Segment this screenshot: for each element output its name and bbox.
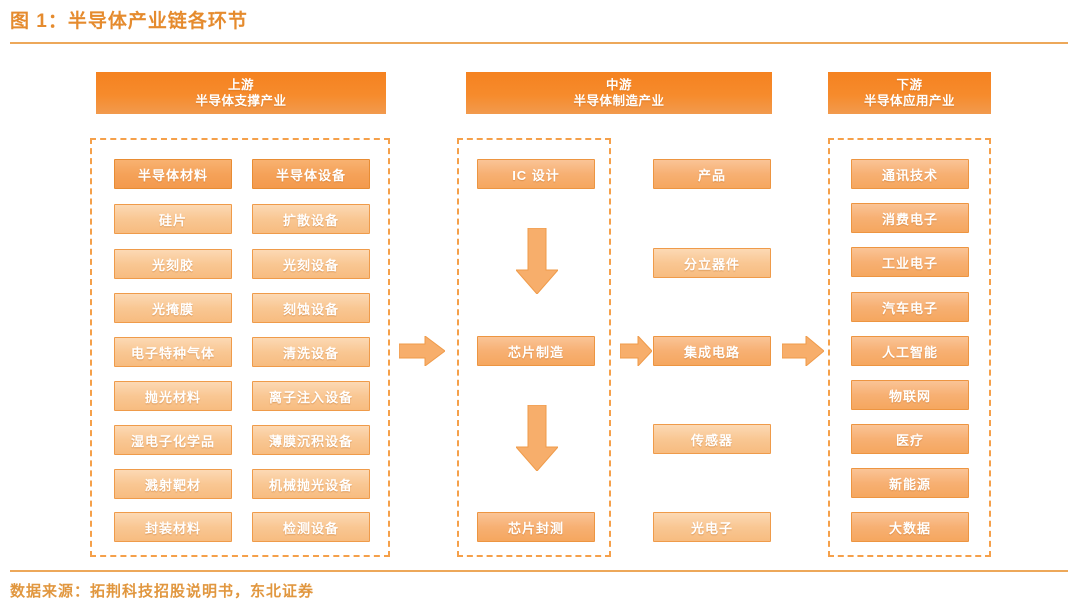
node-application-2[interactable]: 消费电子: [851, 203, 969, 233]
arrow-ic-design-to-fabrication: [516, 228, 558, 294]
arrow-upstream-to-midstream: [399, 336, 445, 366]
node-product-optoelectronics[interactable]: 光电子: [653, 512, 771, 542]
node-product-discrete-devices[interactable]: 分立器件: [653, 248, 771, 278]
node-product-sensors[interactable]: 传感器: [653, 424, 771, 454]
section-header-upstream-line2: 半导体支撑产业: [195, 94, 287, 108]
node-materials-header[interactable]: 半导体材料: [114, 159, 232, 189]
node-material-3[interactable]: 光掩膜: [114, 293, 232, 323]
node-material-1[interactable]: 硅片: [114, 204, 232, 234]
node-product-integrated-circuits[interactable]: 集成电路: [653, 336, 771, 366]
node-material-5[interactable]: 抛光材料: [114, 381, 232, 411]
region-outline-upstream: [90, 138, 390, 557]
section-header-upstream: 上游 半导体支撑产业: [96, 72, 386, 114]
node-material-8[interactable]: 封装材料: [114, 512, 232, 542]
arrow-fabrication-to-integrated-circuits: [620, 336, 652, 366]
node-equipment-6[interactable]: 薄膜沉积设备: [252, 425, 370, 455]
node-material-7[interactable]: 溅射靶材: [114, 469, 232, 499]
node-material-2[interactable]: 光刻胶: [114, 249, 232, 279]
source-note: 数据来源：拓荆科技招股说明书，东北证券: [10, 583, 315, 600]
footer-divider: [10, 570, 1068, 572]
node-application-4[interactable]: 汽车电子: [851, 292, 969, 322]
title-divider: [10, 42, 1068, 44]
node-products-header[interactable]: 产品: [653, 159, 771, 189]
node-application-5[interactable]: 人工智能: [851, 336, 969, 366]
section-header-downstream-line1: 下游: [896, 78, 923, 92]
node-material-6[interactable]: 湿电子化学品: [114, 425, 232, 455]
section-header-downstream-line2: 半导体应用产业: [863, 94, 955, 108]
node-application-9[interactable]: 大数据: [851, 512, 969, 542]
node-equipment-7[interactable]: 机械抛光设备: [252, 469, 370, 499]
section-header-midstream-line1: 中游: [605, 78, 632, 92]
node-equipment-header[interactable]: 半导体设备: [252, 159, 370, 189]
node-material-4[interactable]: 电子特种气体: [114, 337, 232, 367]
node-flow-ic-design[interactable]: IC 设计: [477, 159, 595, 189]
figure-title: 图 1：半导体产业链各环节: [10, 11, 248, 32]
section-header-midstream-line2: 半导体制造产业: [573, 94, 665, 108]
node-flow-chip-fabrication[interactable]: 芯片制造: [477, 336, 595, 366]
node-equipment-5[interactable]: 离子注入设备: [252, 381, 370, 411]
section-header-upstream-line1: 上游: [227, 78, 254, 92]
section-header-downstream: 下游 半导体应用产业: [828, 72, 991, 114]
region-outline-midstream-flow: [457, 138, 611, 557]
arrow-fabrication-to-packaging: [516, 405, 558, 471]
node-application-3[interactable]: 工业电子: [851, 247, 969, 277]
arrow-midstream-to-downstream: [782, 336, 824, 366]
node-equipment-4[interactable]: 清洗设备: [252, 337, 370, 367]
node-equipment-1[interactable]: 扩散设备: [252, 204, 370, 234]
node-application-8[interactable]: 新能源: [851, 468, 969, 498]
region-outline-downstream: [828, 138, 991, 557]
node-application-1[interactable]: 通讯技术: [851, 159, 969, 189]
node-application-6[interactable]: 物联网: [851, 380, 969, 410]
node-equipment-2[interactable]: 光刻设备: [252, 249, 370, 279]
node-equipment-3[interactable]: 刻蚀设备: [252, 293, 370, 323]
node-flow-chip-packaging-test[interactable]: 芯片封测: [477, 512, 595, 542]
node-equipment-8[interactable]: 检测设备: [252, 512, 370, 542]
section-header-midstream: 中游 半导体制造产业: [466, 72, 772, 114]
node-application-7[interactable]: 医疗: [851, 424, 969, 454]
